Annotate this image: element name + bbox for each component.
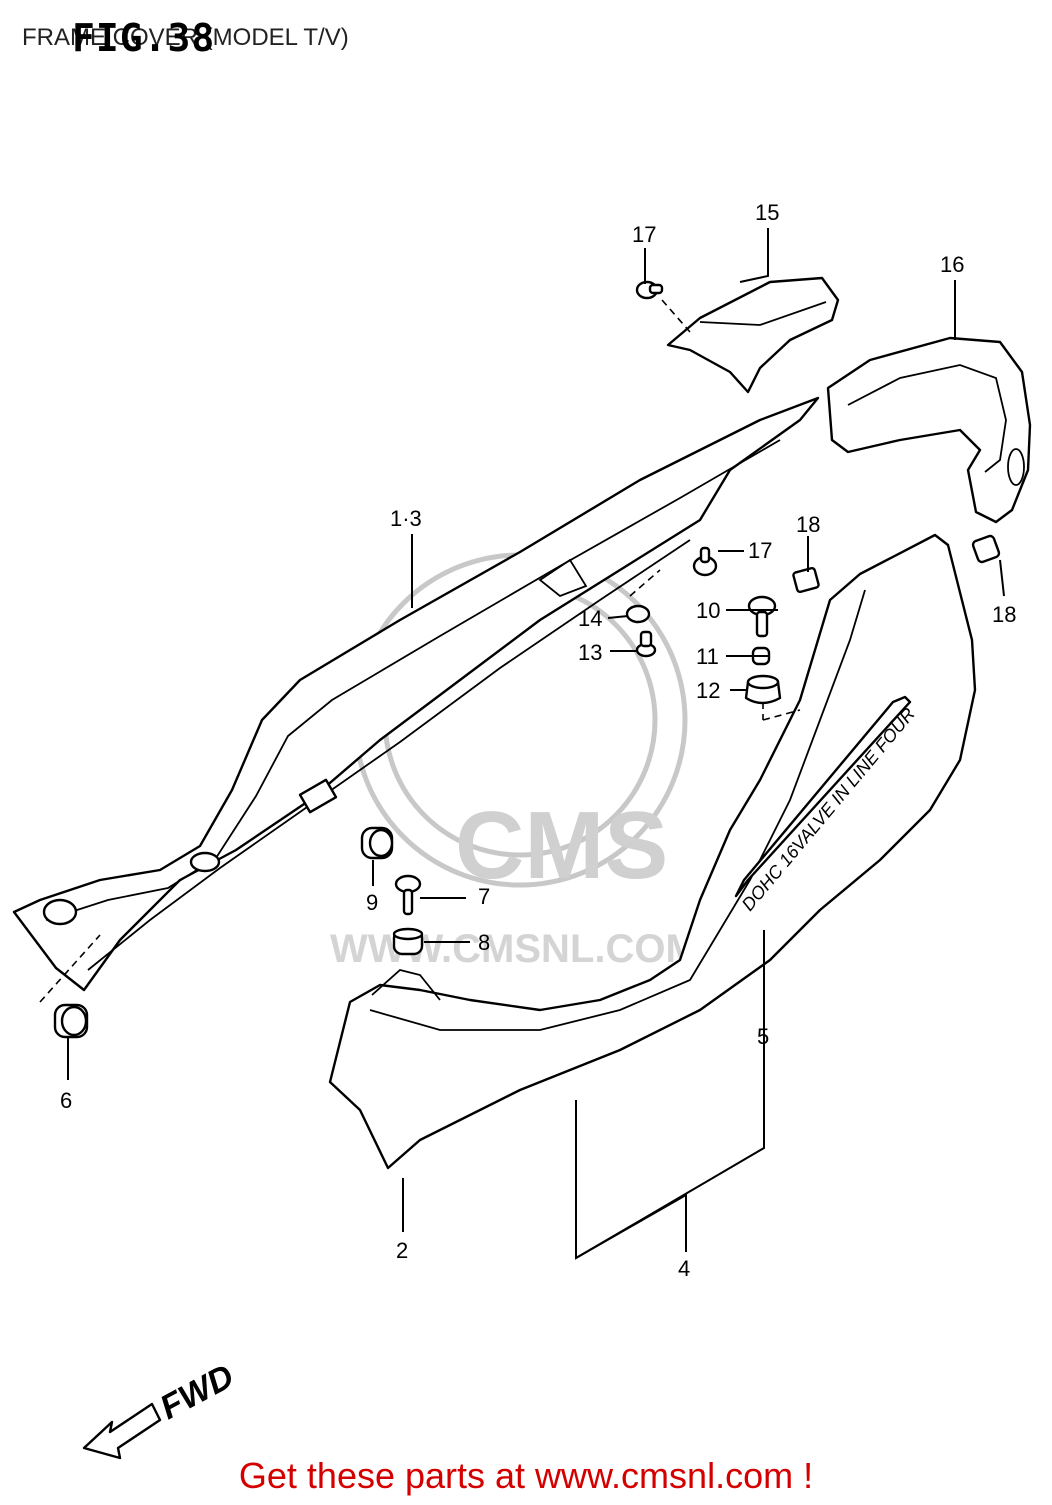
callout-11: 11 [696,644,719,669]
part-1-3-frame-rail [12,396,820,992]
forward-arrow-icon: FWD [82,1357,240,1460]
part-17-screw-lower [692,546,718,577]
callout-5: 5 [757,1024,769,1049]
callout-2: 2 [396,1238,408,1263]
part-13-bolt [635,630,657,658]
footer-cta-link[interactable]: Get these parts at www.cmsnl.com ! [238,1455,814,1496]
callout-10: 10 [696,598,720,623]
watermark: CMS WWW.CMSNL.COM [330,552,699,971]
part-8-collar [392,927,424,956]
fig-label: FIG.38 [72,16,216,60]
part-10-bolt [747,595,777,638]
leader-lines [39,228,1005,1260]
part-12-cushion [744,674,782,705]
fwd-label: FWD [154,1357,240,1427]
callout-17-lower: 17 [748,538,772,563]
diagram-title: FRAME COVER (MODEL T/V) [22,24,349,51]
part-16-tail-cover [826,336,1032,524]
part-18-nut-a [792,566,820,594]
callout-13: 13 [578,640,602,665]
callout-15: 15 [755,200,779,225]
part-14-washer [625,604,651,624]
callout-4: 4 [678,1256,690,1281]
watermark-url: WWW.CMSNL.COM [330,927,699,971]
part-9-grommet [360,826,394,860]
small-parts [53,280,1001,1039]
part-7-screw [394,874,422,916]
callout-12: 12 [696,678,720,703]
callout-7: 7 [478,884,490,909]
part-17-screw-upper [635,280,664,300]
part-6-grommet [53,1003,89,1039]
callout-18-b: 18 [992,602,1016,627]
callout-1-3: 1·3 [390,506,422,531]
part-15-cover [666,276,840,394]
callout-17-upper: 17 [632,222,656,247]
callout-16: 16 [940,252,964,277]
watermark-brand: CMS [455,792,668,899]
callout-8: 8 [478,930,490,955]
callout-6: 6 [60,1088,72,1113]
part-18-nut-b [971,534,1001,564]
callout-18-a: 18 [796,512,820,537]
callout-9: 9 [366,890,378,915]
callout-numbers: 1·3 2 4 5 6 7 8 9 10 11 12 13 14 15 16 1… [60,200,1016,1281]
callout-14: 14 [578,606,602,631]
